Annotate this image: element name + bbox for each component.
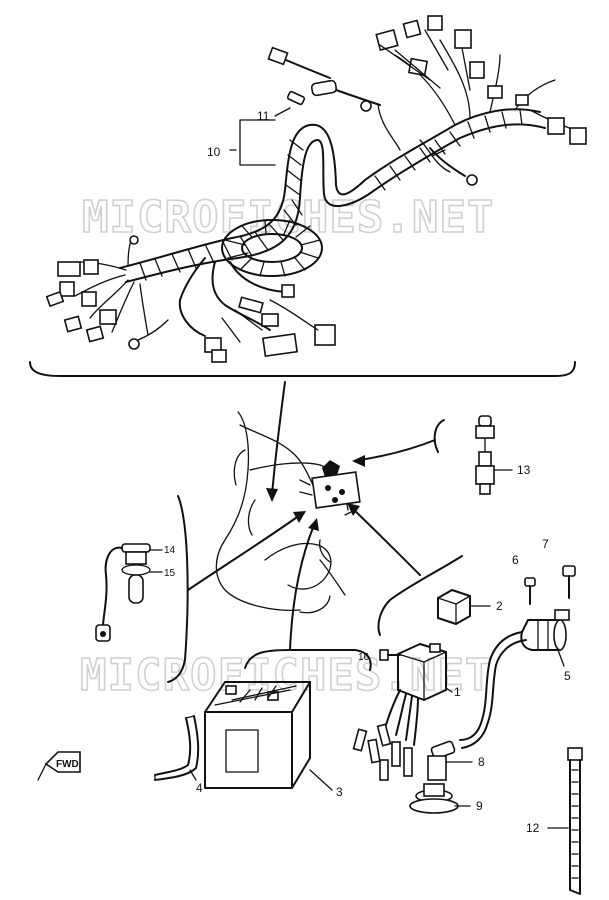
part-3-battery (204, 681, 311, 789)
frame-sketch (215, 411, 361, 614)
leader-10 (229, 119, 276, 166)
fwd-label: FWD (56, 759, 79, 770)
callout-4: 4 (196, 781, 203, 795)
part-7-bolt (562, 565, 576, 599)
callout-6: 6 (512, 553, 519, 567)
bracket-left (167, 495, 189, 683)
callout-3: 3 (336, 785, 343, 799)
bracket-13 (433, 419, 445, 453)
leader-1 (445, 687, 453, 693)
callout-12: 12 (526, 821, 540, 835)
wire-harness (45, 15, 587, 363)
part-5-ignition-coil (459, 609, 570, 749)
callout-10: 10 (207, 145, 221, 159)
callout-16: 16 (358, 652, 370, 663)
part-6-bolt (524, 577, 536, 605)
part-8-plug-cap (427, 740, 456, 781)
callout-8: 8 (478, 755, 485, 769)
part-12-cable-tie (567, 747, 583, 895)
callout-1: 1 (454, 685, 461, 699)
callout-7: 7 (542, 537, 549, 551)
part-1-cdi-unit (352, 643, 447, 781)
leader-3 (309, 769, 333, 791)
leader-4 (189, 769, 197, 781)
part-4-band (154, 715, 200, 781)
fwd-arrow-icon: FWD (37, 751, 81, 781)
callout-11: 11 (257, 109, 270, 123)
part-13-sensor (475, 415, 495, 495)
part-9-seal (409, 783, 459, 814)
harness-bracket (29, 361, 576, 377)
watermark-bottom: MICROFICHES.NET (80, 650, 492, 701)
leader-5 (557, 649, 565, 667)
bracket-right (377, 555, 463, 636)
leader-11 (274, 107, 291, 117)
callout-15: 15 (164, 568, 176, 579)
part-16-screw (379, 649, 401, 661)
callout-9: 9 (476, 799, 483, 813)
part-2-relay (437, 589, 471, 625)
callout-13: 13 (517, 463, 531, 477)
callout-5: 5 (564, 669, 571, 683)
callout-14: 14 (164, 545, 176, 556)
pointer-arrows (187, 381, 436, 651)
callout-2: 2 (496, 599, 503, 613)
bracket-battery (244, 649, 372, 671)
part-14-sender (95, 543, 151, 642)
